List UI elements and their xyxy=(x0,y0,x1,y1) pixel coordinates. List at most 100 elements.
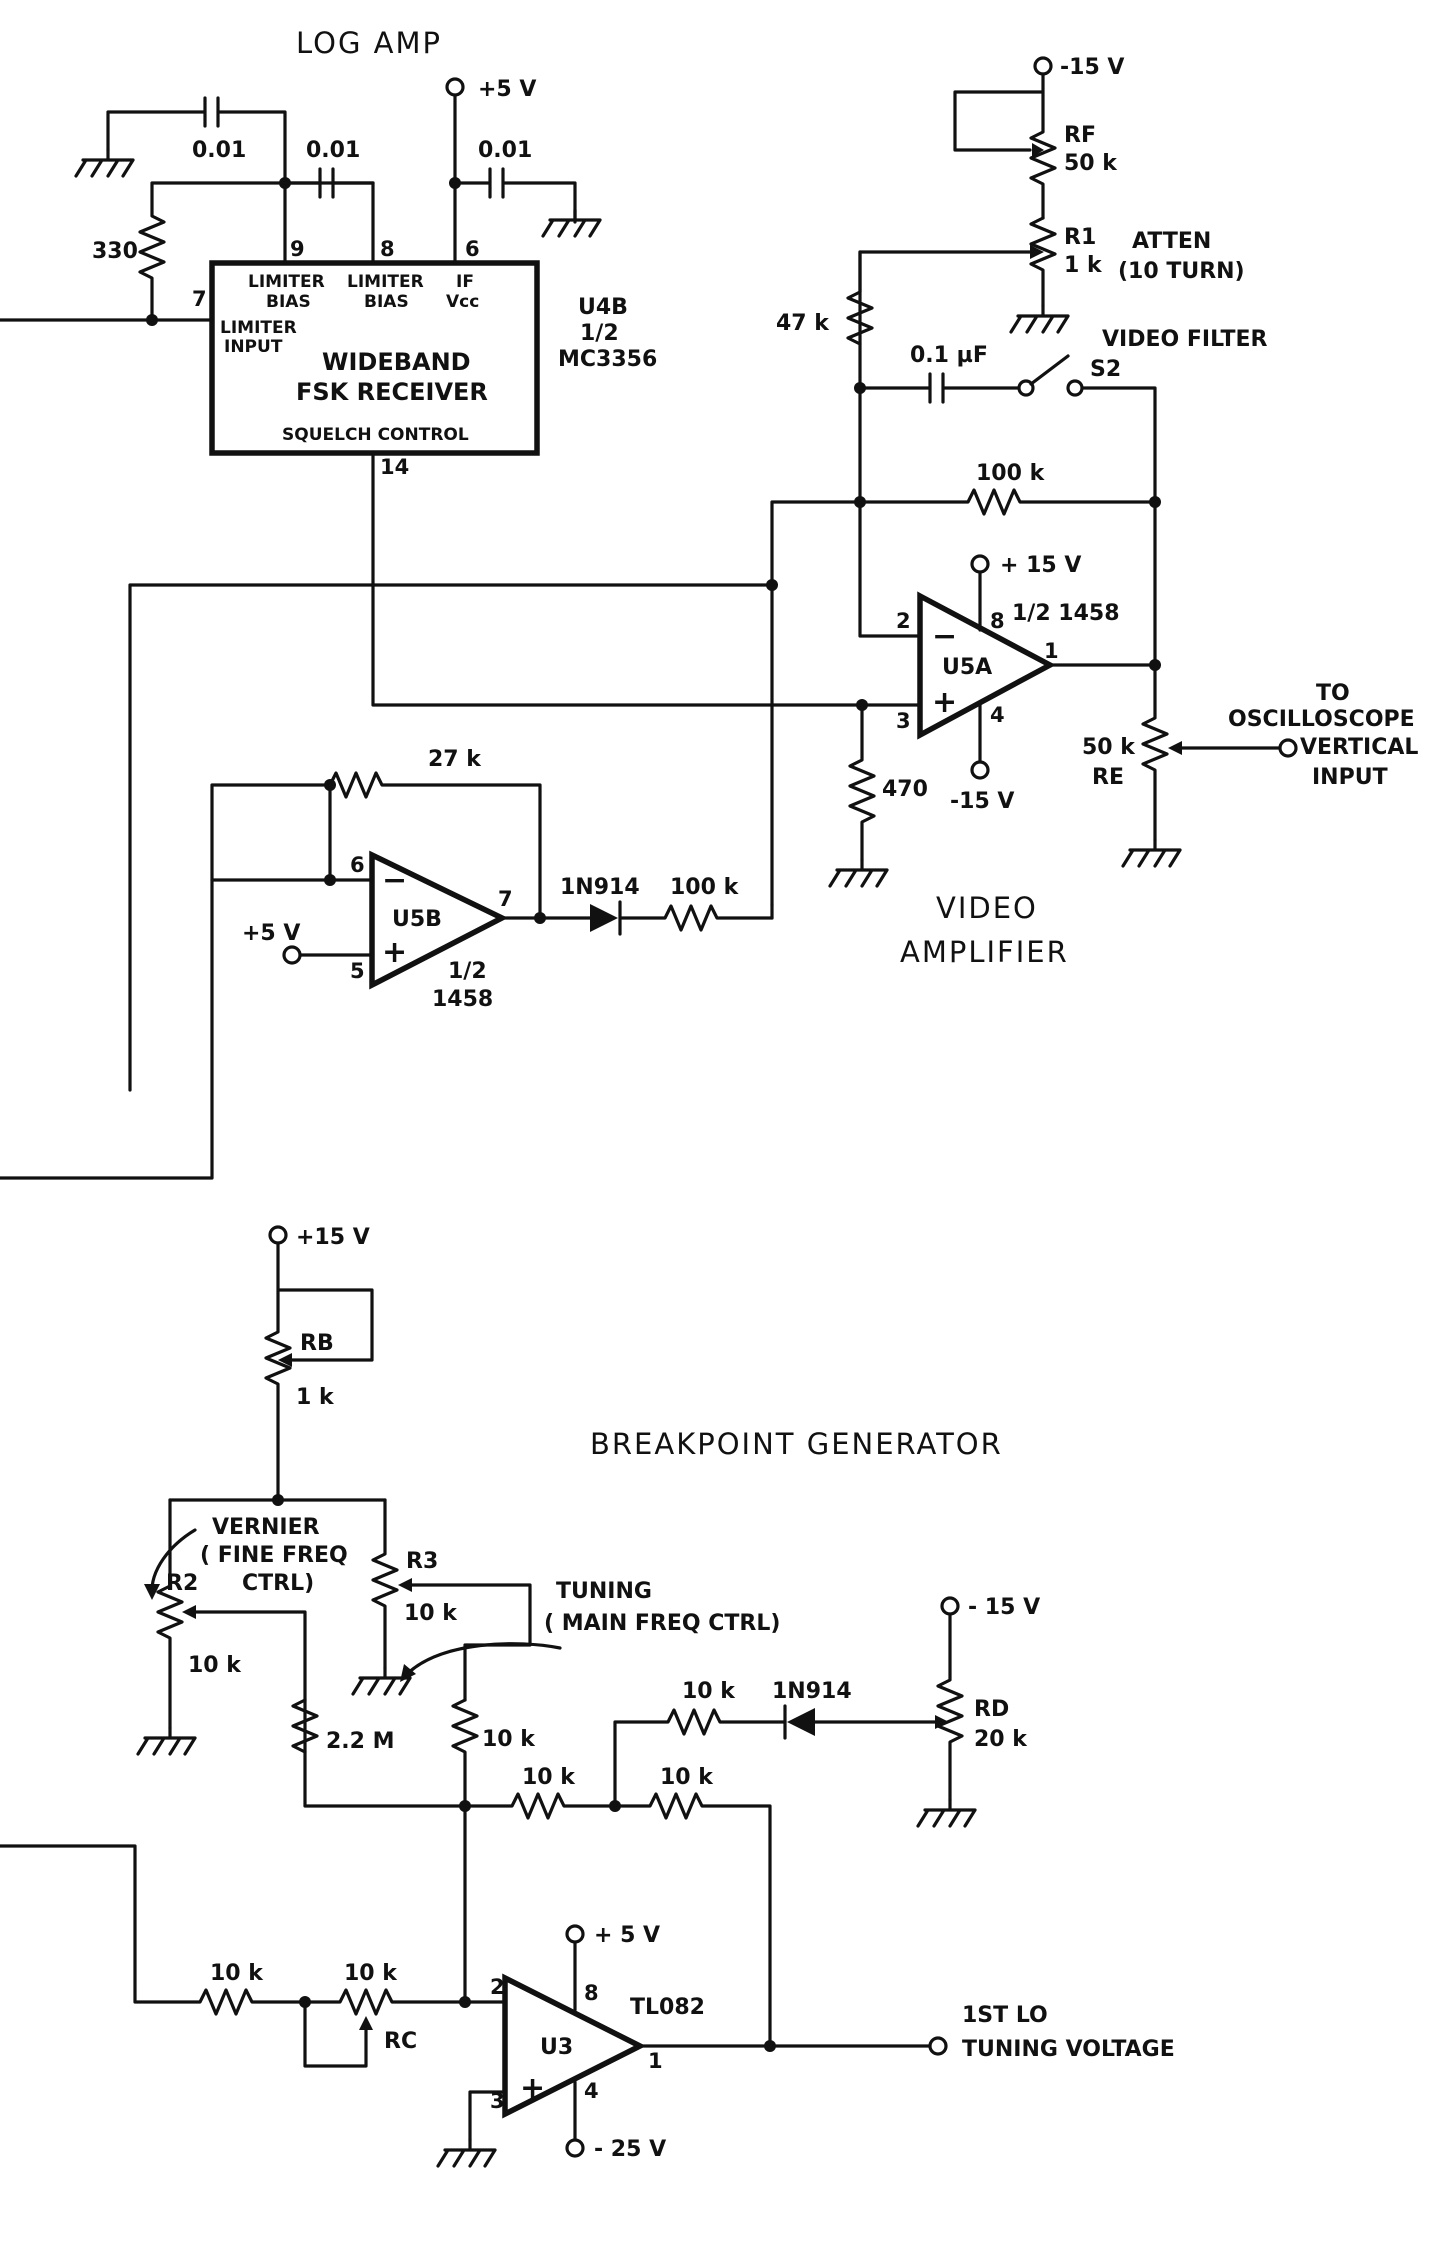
u4b-pin7-num: 7 xyxy=(192,287,207,311)
u5b-vref-terminal xyxy=(282,945,302,965)
u4b-pin6-label-1: IF xyxy=(456,272,474,292)
u5a-pin4: 4 xyxy=(990,703,1005,727)
u5b-diode xyxy=(590,904,618,932)
u3-vneg-label: - 25 V xyxy=(594,2137,666,2162)
r10k-bc-resistors xyxy=(463,1792,772,2048)
scope-label-2: OSCILLOSCOPE xyxy=(1228,707,1415,732)
rc-name: RC xyxy=(384,2029,417,2054)
video-amp-heading-2: AMPLIFIER xyxy=(900,935,1069,969)
u5b-part-frac: 1/2 xyxy=(448,959,487,984)
squelch-wire xyxy=(371,451,864,707)
input-resistors xyxy=(0,1844,467,2016)
u5a-vpos-label: + 15 V xyxy=(1000,553,1081,578)
u4b-pin6-num: 6 xyxy=(465,237,480,261)
r47k-label: 47 k xyxy=(776,311,830,336)
r47k-resistor xyxy=(846,250,922,638)
rb-name: RB xyxy=(300,1331,334,1356)
bp-diode-label: 1N914 xyxy=(772,1679,852,1704)
rf-potentiometer xyxy=(953,72,1057,220)
vernier-label-1: VERNIER xyxy=(212,1515,320,1540)
svg-text:+: + xyxy=(382,935,407,970)
c01-label: 0.1 µF xyxy=(910,343,988,368)
svg-text:−: − xyxy=(932,619,957,654)
tuning-label-1: TUNING xyxy=(556,1579,652,1604)
u4b-pin9-num: 9 xyxy=(290,237,305,261)
rf-value: 50 k xyxy=(1064,151,1118,176)
r10k-e-label: 10 k xyxy=(210,1961,264,1986)
rb-potentiometer xyxy=(264,1241,374,1502)
u5b-100k xyxy=(618,900,774,936)
lo-terminal xyxy=(928,2036,948,2056)
bp-vneg-label: - 15 V xyxy=(968,1595,1040,1620)
video-filter-label: VIDEO FILTER xyxy=(1102,327,1267,352)
atten-label-1: ATTEN xyxy=(1132,229,1211,254)
video-amp-heading-1: VIDEO xyxy=(936,891,1038,925)
u5a-vneg-label: -15 V xyxy=(950,789,1014,814)
r100k-label: 100 k xyxy=(976,461,1046,486)
rb-value: 1 k xyxy=(296,1385,335,1410)
r10k-a-resistor xyxy=(451,1698,479,2002)
r10k-d-resistor xyxy=(613,1708,787,1808)
u4b-pin7-label-2: INPUT xyxy=(224,337,283,357)
r3-value: 10 k xyxy=(404,1601,458,1626)
cap1 xyxy=(106,96,287,185)
u5a-pin3: 3 xyxy=(896,709,911,733)
r10k-b-label: 10 k xyxy=(522,1765,576,1790)
scope-label-3: VERTICAL xyxy=(1300,735,1418,760)
r22m-label: 2.2 M xyxy=(326,1729,395,1754)
r470-label: 470 xyxy=(882,777,928,802)
c01-capacitor xyxy=(858,372,1022,404)
r3-name: R3 xyxy=(406,1549,438,1574)
rf-name: RF xyxy=(1064,123,1096,148)
u5b-diode-label: 1N914 xyxy=(560,875,640,900)
u3-ref: U3 xyxy=(540,2035,573,2060)
tuning-label-2: ( MAIN FREQ CTRL) xyxy=(544,1611,780,1636)
u3-pin4: 4 xyxy=(584,2079,599,2103)
s2-switch xyxy=(1029,354,1157,504)
u4b-pin8-num: 8 xyxy=(380,237,395,261)
r470-resistor xyxy=(848,703,876,862)
bp-vpos-label: +15 V xyxy=(296,1225,370,1250)
scope-label-1: TO xyxy=(1316,681,1350,706)
vernier-label-3: CTRL) xyxy=(242,1571,314,1596)
u5b-ref: U5B xyxy=(392,907,442,932)
u3-pin3: 3 xyxy=(490,2089,505,2113)
r10k-d-label: 10 k xyxy=(682,1679,736,1704)
u4b-part: MC3356 xyxy=(558,347,657,372)
u5b-pin5: 5 xyxy=(350,959,365,983)
u5a-ref: U5A xyxy=(942,655,992,680)
log-amp-vcc-label: +5 V xyxy=(478,77,536,102)
r330-resistor xyxy=(138,181,375,322)
svg-text:−: − xyxy=(382,863,407,898)
u5b-opamp xyxy=(369,850,509,990)
r3-potentiometer xyxy=(371,1498,399,1670)
r1-wiper-wire xyxy=(858,250,1032,346)
r2-value: 10 k xyxy=(188,1653,242,1678)
r2-name: R2 xyxy=(166,1571,198,1596)
u4b-pin6-label-2: Vcc xyxy=(446,292,479,312)
u4b-pin9-label-1: LIMITER xyxy=(248,272,325,292)
r27k-feedback xyxy=(0,771,542,1180)
r10k-f-label: 10 k xyxy=(344,1961,398,1986)
u4b-part-frac: 1/2 xyxy=(580,321,619,346)
u4b-pin8-label-1: LIMITER xyxy=(347,272,424,292)
breakpoint-heading: BREAKPOINT GENERATOR xyxy=(590,1427,1003,1461)
cap1-label: 0.01 xyxy=(192,138,246,163)
cap3 xyxy=(453,167,577,224)
svg-text:+: + xyxy=(520,2071,545,2106)
u5a-pin8: 8 xyxy=(990,609,1005,633)
u3-opamp xyxy=(502,1973,647,2119)
re-potentiometer xyxy=(1048,663,1169,842)
u5b-100k-label: 100 k xyxy=(670,875,740,900)
u3-vpos-label: + 5 V xyxy=(594,1923,660,1948)
u3-pin2: 2 xyxy=(490,1975,505,1999)
atten-label-2: (10 TURN) xyxy=(1118,259,1245,284)
re-name: RE xyxy=(1092,765,1124,790)
log-amp-heading: LOG AMP xyxy=(296,26,442,60)
u4b-title-1: WIDEBAND xyxy=(322,348,471,376)
r330-label: 330 xyxy=(92,239,138,264)
rd-value: 20 k xyxy=(974,1727,1028,1752)
u3-pin8: 8 xyxy=(584,1981,599,2005)
r100k-feedback xyxy=(770,488,1157,907)
